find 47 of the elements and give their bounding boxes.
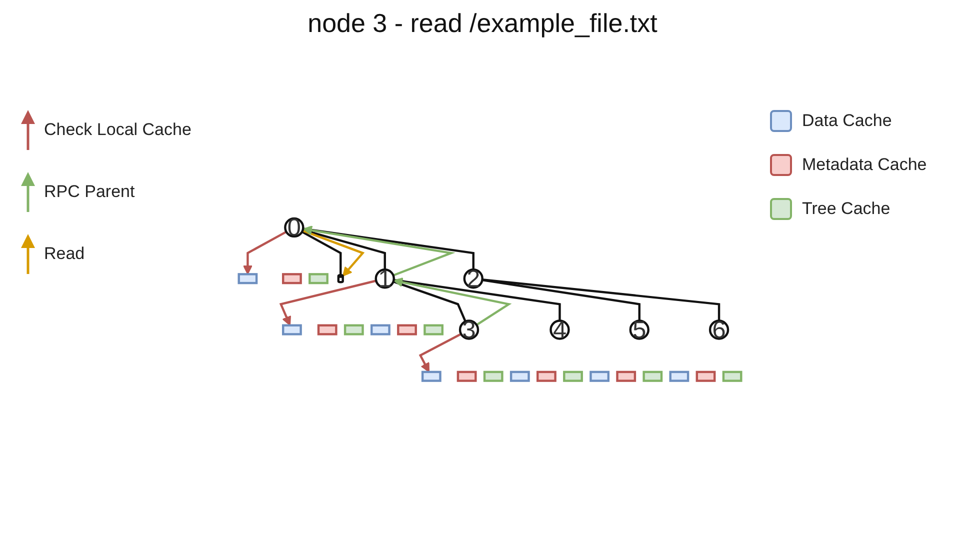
- node-circle: 2: [463, 268, 484, 289]
- legend-label: Metadata Cache: [802, 155, 927, 175]
- node-cylinder: [337, 274, 344, 284]
- node-box: [282, 324, 302, 336]
- node-circle: 0: [284, 217, 304, 238]
- arrow: [279, 280, 376, 326]
- node-box: [696, 370, 716, 382]
- node-box: [370, 324, 390, 336]
- node-circle: 6: [708, 320, 730, 340]
- node-box: [421, 370, 442, 382]
- connector: [394, 278, 561, 321]
- node-box: [397, 324, 417, 336]
- connector: [302, 230, 342, 276]
- connector: [393, 280, 466, 322]
- legend-label: Read: [44, 244, 85, 264]
- arrow: [302, 230, 365, 276]
- node-box: [308, 273, 328, 284]
- node-circle: 3: [458, 320, 480, 340]
- node-box: [344, 324, 364, 336]
- node-box: [282, 273, 302, 284]
- node-box: [642, 370, 663, 382]
- arrow: [418, 332, 462, 372]
- node-box: [563, 370, 583, 382]
- arrow: [302, 226, 456, 276]
- node-box: [238, 273, 258, 284]
- node-box: [483, 370, 504, 382]
- node-circle: 5: [629, 320, 650, 340]
- node-box: [722, 370, 742, 382]
- node-box: [456, 370, 477, 382]
- node-box: [510, 370, 530, 382]
- connector: [482, 278, 640, 321]
- legend-label: Data Cache: [802, 111, 892, 131]
- node-box: [424, 324, 444, 336]
- diagram-title: node 3 - read /example_file.txt: [306, 8, 658, 39]
- node-box: [590, 370, 610, 382]
- arrow: [393, 277, 512, 326]
- node-box: [317, 324, 338, 336]
- node-box: [536, 370, 556, 382]
- legend-label: Check Local Cache: [44, 120, 192, 140]
- legend-label: Tree Cache: [802, 199, 890, 219]
- node-circle: 4: [550, 320, 570, 340]
- node-box: [616, 370, 636, 382]
- connector: [482, 278, 720, 321]
- arrow: [242, 230, 287, 275]
- node-box: [669, 370, 690, 382]
- legend-label: RPC Parent: [44, 182, 135, 202]
- node-circle: 1: [374, 268, 395, 289]
